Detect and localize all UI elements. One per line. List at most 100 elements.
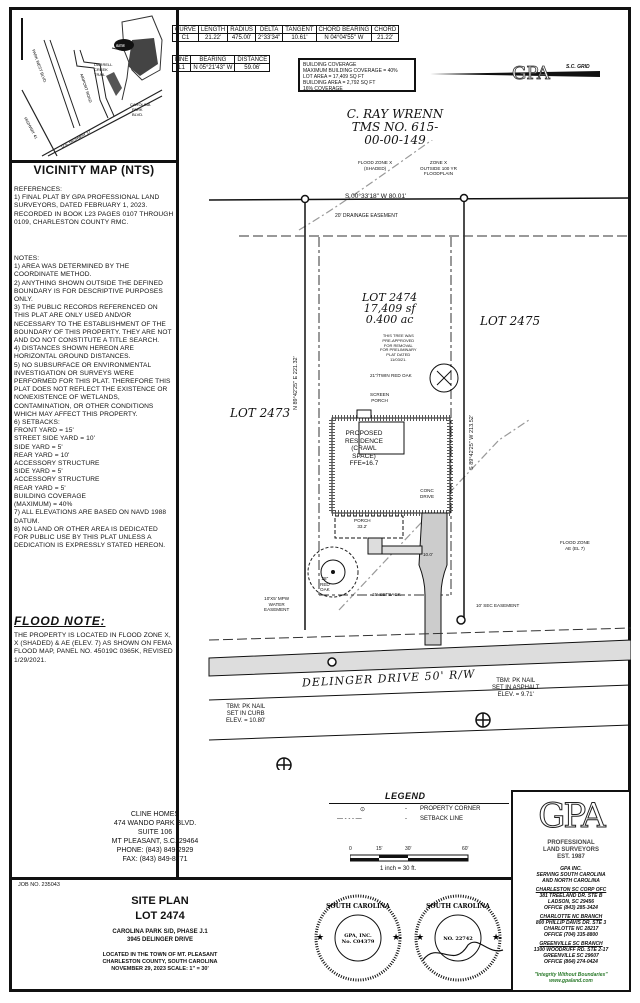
screen-porch-label: SCREEN PORCH xyxy=(370,392,389,403)
office-name: CHARLOTTE NC BRANCH xyxy=(539,914,603,920)
office-line: OFFICE (864) 274-0424 xyxy=(544,959,598,965)
owner-line: C. RAY WRENN xyxy=(346,107,444,121)
office-line: CHARLOTTE NC 28217 xyxy=(543,926,599,932)
surveyor-seal-icon: NO. 22742 SOUTH CAROLINA ★★ xyxy=(414,894,504,982)
scale-tick: 0 xyxy=(349,846,352,852)
water-easement-text: 10'X5' MPW xyxy=(264,596,290,601)
red-oak-label: 28" RED OAK xyxy=(320,576,330,593)
office-line: OFFICE (704) 335-8800 xyxy=(544,932,598,938)
owner-line: 00-00-149 xyxy=(364,133,426,147)
lot-title: LOT 2474 xyxy=(135,910,185,922)
note-item: 2) ANYTHING SHOWN OUTSIDE THE DEFINED BO… xyxy=(14,279,164,304)
flood-note-title: FLOOD NOTE: xyxy=(14,614,106,628)
flood-zone-text: (SHADED) xyxy=(363,165,387,171)
client-line: CLINE HOMES xyxy=(130,811,180,818)
line-table: LINE BEARING DISTANCE L1 N 05°21'43" W 5… xyxy=(171,55,271,72)
rear-bearing: S 00°33'18" W 80.01' xyxy=(345,193,407,200)
ae-text: FLOOD ZONE xyxy=(560,540,590,545)
scale-text: 1 inch = 30 ft. xyxy=(380,866,417,872)
screen-porch-text: PORCH xyxy=(371,397,388,403)
tree-note-line: FOR REMOVAL xyxy=(383,342,413,348)
legend-divider xyxy=(329,803,509,804)
coverage-line: MAXIMUM BUILDING COVERAGE = 40% xyxy=(303,68,398,74)
lot-2473-label: LOT 2473 xyxy=(230,406,291,420)
legend-symbol-corner: ⊙ xyxy=(360,807,366,813)
ae-text: AE (EL 7) xyxy=(565,545,585,551)
office-line: 381 TREELAND DR. STE B xyxy=(539,893,603,899)
office-name: CHARLESTON SC CORP OFC xyxy=(535,887,607,893)
porch-label: PORCH 33.2' xyxy=(354,518,371,529)
drive-text: CONC xyxy=(420,488,434,493)
flood-zone-ae-label: FLOOD ZONE AE (EL 7) xyxy=(560,540,590,551)
office-charleston: CHARLESTON SC CORP OFC 381 TREELAND DR. … xyxy=(513,887,629,911)
coverage-line: BUILDING AREA = 2,792 SQ FT xyxy=(303,80,376,86)
screen-porch-text: SCREEN xyxy=(370,392,390,397)
svg-text:★: ★ xyxy=(392,932,400,942)
location-line: CHARLESTON COUNTY, SOUTH CAROLINA xyxy=(102,959,218,965)
building-coverage-box: BUILDING COVERAGE MAXIMUM BUILDING COVER… xyxy=(298,58,416,92)
porch-text: PORCH xyxy=(354,518,371,523)
svg-text:★: ★ xyxy=(416,932,424,942)
svg-text:DARRELL: DARRELL xyxy=(94,62,113,67)
company-slogan: "Integrity Without Boundaries" xyxy=(534,972,608,978)
porch-dim: 33.2' xyxy=(357,523,368,529)
client-line: 474 WANDO PARK BLVD. xyxy=(113,820,197,827)
flood-zone-text: FLOOD ZONE X xyxy=(358,160,393,165)
coverage-line: 16% COVERAGE xyxy=(303,86,343,92)
client-line: FAX: (843) 849-8771 xyxy=(122,856,188,863)
tree-note-line: PLAT DATED xyxy=(386,352,411,358)
sec-easement-label: 10' SEC EASEMENT xyxy=(476,603,520,608)
office-charlotte: CHARLOTTE NC BRANCH 800 PHILLIP DAVIS DR… xyxy=(513,914,629,938)
curve-cell: 2°33'34" xyxy=(254,33,284,42)
legend-symbol-setback: — - - - — xyxy=(337,816,362,822)
note-item: 7) ALL ELEVATIONS ARE BASED ON NAVD 1988… xyxy=(14,509,167,525)
tag-line: PROFESSIONAL xyxy=(547,840,595,846)
note-item: REAR YARD = 10' xyxy=(14,451,70,459)
office-line: OFFICE (843) 285-3424 xyxy=(544,905,598,911)
curve-cell: 21.22' xyxy=(197,33,229,42)
lot-2474-label: LOT 2474 17,409 sf 0.400 ac xyxy=(362,292,417,325)
svg-text:SITE: SITE xyxy=(116,43,125,48)
svg-text:TRAIL: TRAIL xyxy=(94,72,106,77)
svg-text:No. C04379: No. C04379 xyxy=(342,939,375,945)
flood-note-body: THE PROPERTY IS LOCATED IN FLOOD ZONE X,… xyxy=(14,632,173,664)
drainage-easement-label: 20' DRAINAGE EASEMENT xyxy=(335,213,398,219)
svg-text:CAROLINA: CAROLINA xyxy=(130,102,151,107)
references: REFERENCES: 1) FINAL PLAT BY GPA PROFESS… xyxy=(14,186,174,227)
tree-note-line: 11/03/21. xyxy=(390,356,407,362)
zone-text: ZONE X xyxy=(429,160,448,165)
coverage-line: BUILDING COVERAGE xyxy=(303,62,357,68)
curve-header: CHORD BEARING xyxy=(315,25,373,34)
tbm-text: TBM: PK NAIL xyxy=(226,704,266,710)
scale-tick: 60' xyxy=(462,846,469,852)
job-number: JOB NO. 235043 xyxy=(18,882,60,888)
oak-text: RED xyxy=(320,581,330,587)
vicinity-map-drawing: SITE PARK WEST BLVD. DARRELL CREEK TRAIL… xyxy=(21,15,163,157)
office-line: GREENVILLE SC 29607 xyxy=(543,953,599,959)
note-item: STREET SIDE YARD = 10' xyxy=(14,435,95,443)
proposed-residence-label: PROPOSED RESIDENCE (CRAWL SPACE) FFE=16.… xyxy=(345,430,383,468)
water-easement-text: EASEMENT xyxy=(264,607,290,612)
scale-bar xyxy=(350,854,469,862)
note-item: 8) NO LAND OR OTHER AREA IS DEDICATED FO… xyxy=(14,525,166,550)
flood-zone-x-shaded-label: FLOOD ZONE X (SHADED) xyxy=(358,160,392,171)
curve-header: RADIUS xyxy=(227,25,256,34)
company-website[interactable]: www.gpaland.com xyxy=(549,978,593,984)
legend-dash: - xyxy=(405,806,407,812)
note-item: ACCESSORY STRUCTURE xyxy=(14,460,100,468)
tag-line: LAND SURVEYORS xyxy=(543,847,599,853)
zone-x-outside-label: ZONE X OUTSIDE 100 YR FLOODPLAIN xyxy=(420,160,457,177)
company-intro: GPA INC. SERVING SOUTH CAROLINA AND NORT… xyxy=(513,866,629,884)
seal-graphics: GPA, INC. No. C04379 SOUTH CAROLINA ★★ N… xyxy=(314,894,504,982)
tag-line: EST. 1987 xyxy=(557,854,585,860)
tbm-text: TBM: PK NAIL xyxy=(496,678,536,684)
site-plan-drawing xyxy=(208,140,631,770)
legend-title: LEGEND xyxy=(385,791,426,801)
svg-text:PARK WEST BLVD.: PARK WEST BLVD. xyxy=(31,49,48,84)
drive-width: 10.0' xyxy=(423,552,433,557)
curve-header: LENGTH xyxy=(197,25,229,34)
office-line: 1300 WOODRUFF RD. STE 2-17 xyxy=(533,947,609,953)
residence-text: (CRAWL xyxy=(351,445,377,452)
owner-line: TMS NO. 615- xyxy=(351,120,439,134)
scale-tick: 30' xyxy=(405,846,412,852)
